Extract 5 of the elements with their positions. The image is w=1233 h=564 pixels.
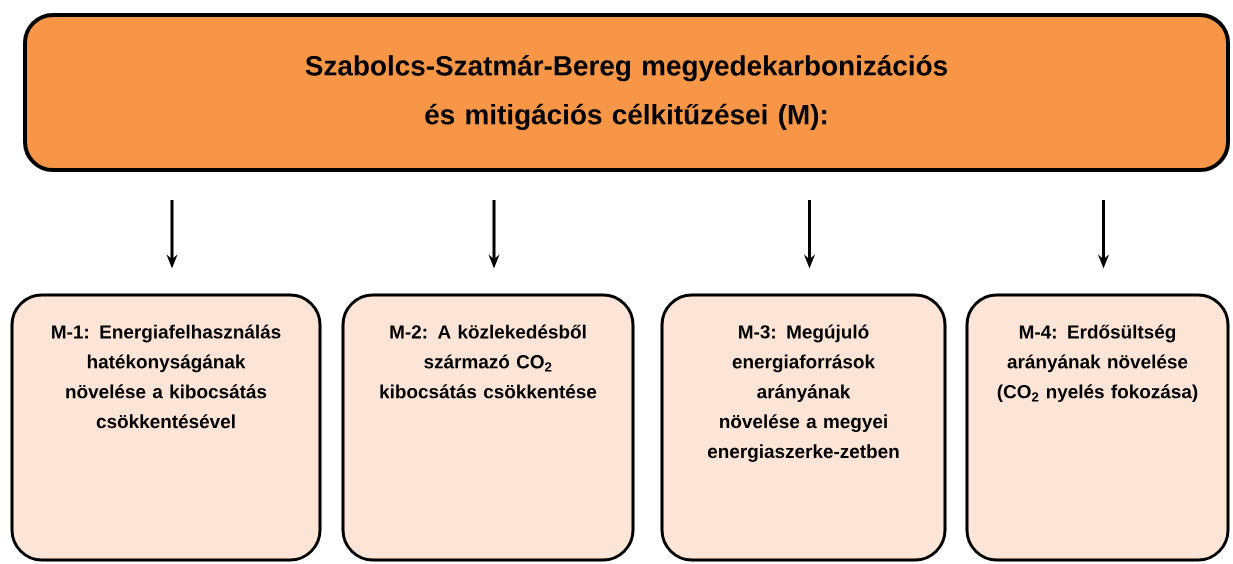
objective-box: M-1: Energiafelhasználás hatékonyságának növelése a kibocsátás csökkentésével [10,293,322,562]
objective-box: M-2: A közlekedésből származó CO$_{2}$ kibocsátás csökkentése [341,293,635,562]
objective-box: M-3: Megújuló energiaforrások arányának növelése a megyei energiaszerke-zetben [660,293,947,562]
title-box: Szabolcs-Szatmár-Bereg megyedekarbonizációs és mitigációs célkitűzései (M): [23,13,1230,172]
objective-box: M-4: Erdősültség arányának növelése (CO$_{2}$ nyelés fokozása) [965,293,1230,562]
